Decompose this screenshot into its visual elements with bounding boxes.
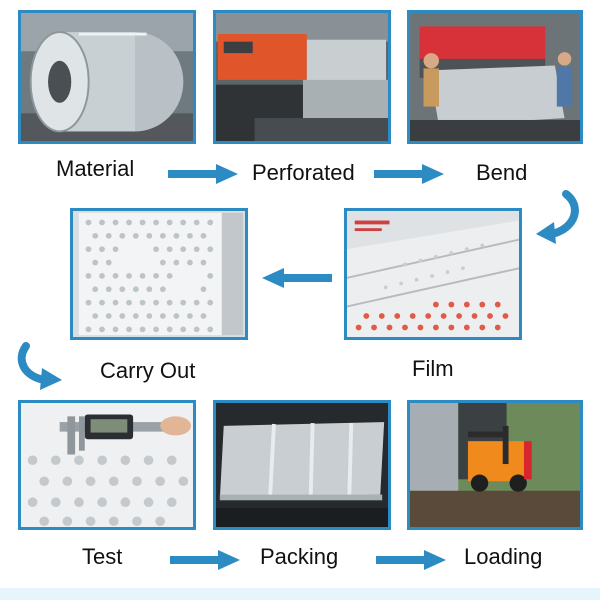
curved-arrow-down-icon xyxy=(17,342,62,390)
bottom-strip xyxy=(0,588,600,600)
step-label-loading: Loading xyxy=(464,544,543,569)
step-label-film: Film xyxy=(412,356,454,381)
step-label-material: Material xyxy=(56,156,135,181)
steel-coil-illustration xyxy=(21,13,193,141)
photo-test xyxy=(18,400,196,530)
packed-panels-illustration xyxy=(216,403,388,527)
step-label-test: Test xyxy=(82,544,123,569)
step-label-carry-out: Carry Out xyxy=(100,358,196,383)
arrow-right-icon xyxy=(168,164,238,184)
photo-material xyxy=(18,10,196,144)
photo-loading xyxy=(407,400,583,530)
step-label-perforated: Perforated xyxy=(252,160,355,185)
photo-carry-out xyxy=(70,208,248,340)
film-covered-panel-illustration xyxy=(347,211,519,337)
photo-perforated xyxy=(213,10,391,144)
forklift-loading-illustration xyxy=(410,403,580,527)
step-label-packing: Packing xyxy=(260,544,339,569)
punching-machine-illustration xyxy=(216,13,388,141)
photo-film xyxy=(344,208,522,340)
caliper-test-illustration xyxy=(21,403,193,527)
step-label-bend: Bend xyxy=(476,160,528,185)
arrow-right-icon xyxy=(376,550,446,570)
arrow-right-icon xyxy=(374,164,444,184)
arrow-left-icon xyxy=(262,268,332,288)
perforated-panel-illustration xyxy=(73,211,245,337)
photo-packing xyxy=(213,400,391,530)
curved-arrow-down-icon xyxy=(536,190,579,244)
arrow-right-icon xyxy=(170,550,240,570)
photo-bend xyxy=(407,10,583,144)
bending-machine-illustration xyxy=(410,13,580,141)
